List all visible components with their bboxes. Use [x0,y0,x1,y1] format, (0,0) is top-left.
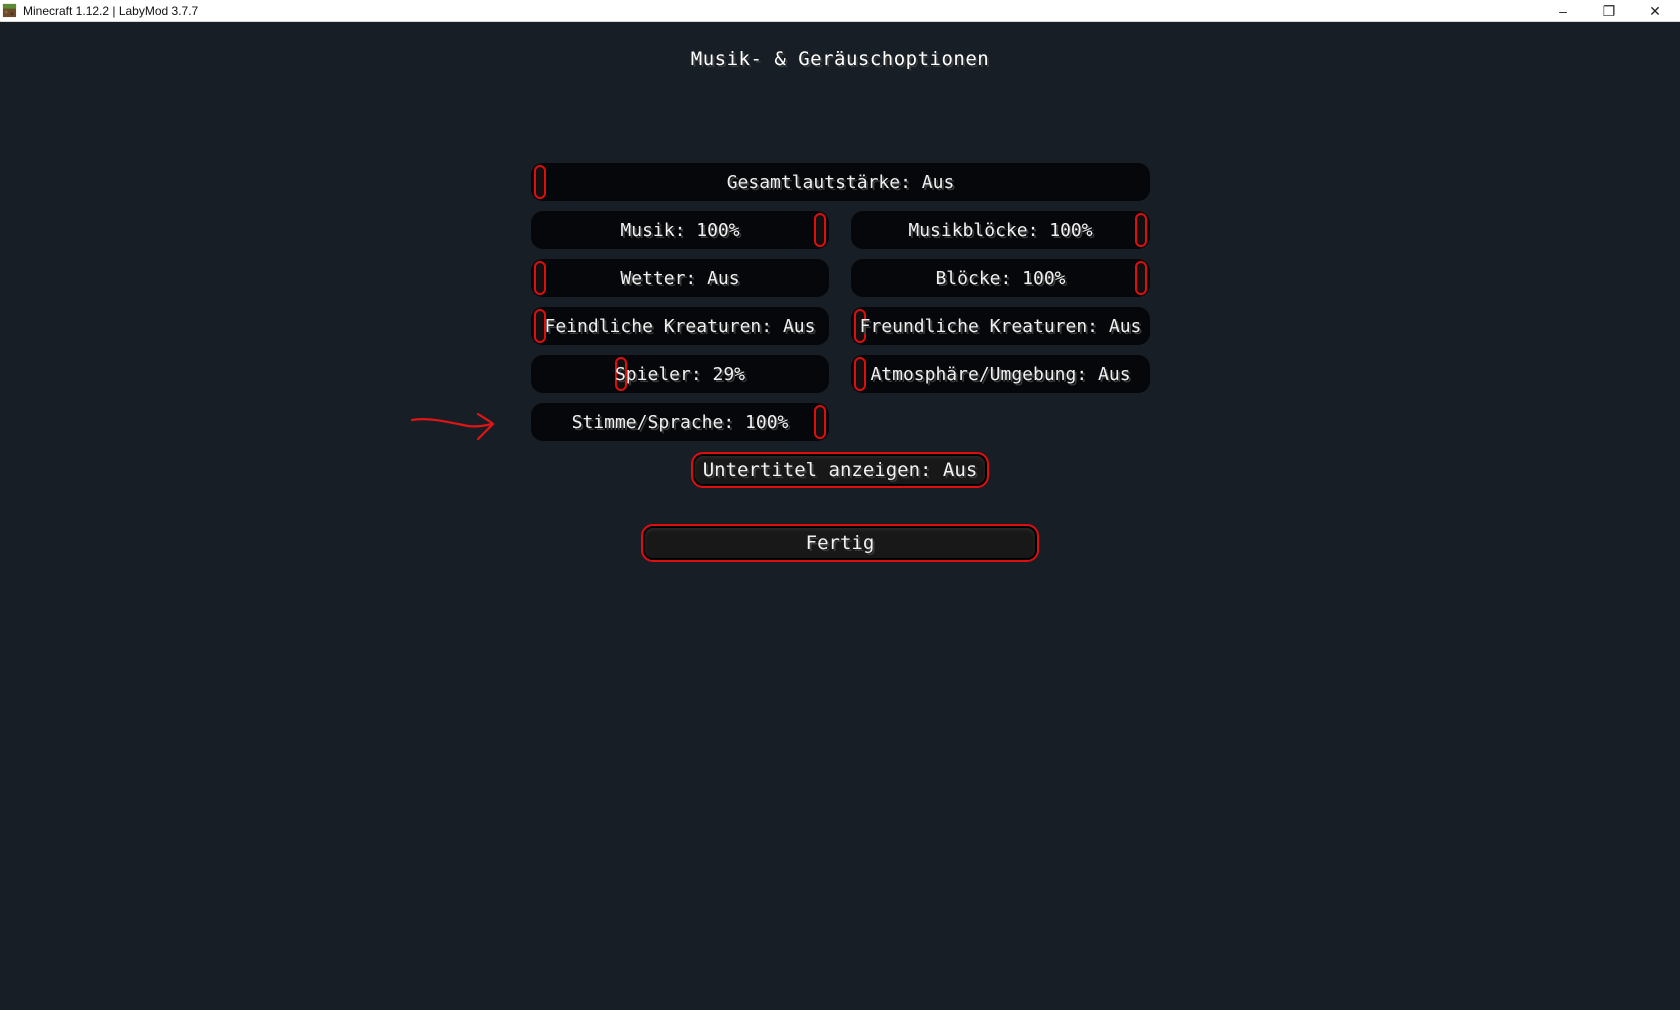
records-volume-slider[interactable]: Musikblöcke: 100% [851,211,1150,249]
slider-label: Musik: 100% [620,219,740,241]
red-arrow-annotation-icon [410,412,495,441]
slider-knob[interactable] [1135,261,1147,295]
restore-icon: ❐ [1602,2,1616,19]
button-label: Fertig [805,532,875,554]
slider-label: Gesamtlautstärke: Aus [726,171,955,193]
slider-label: Stimme/Sprache: 100% [571,411,789,433]
window-titlebar: Minecraft 1.12.2 | LabyMod 3.7.7 – ❐ ✕ [0,0,1680,22]
slider-label: Atmosphäre/Umgebung: Aus [870,363,1131,385]
close-button[interactable]: ✕ [1632,0,1678,22]
slider-knob[interactable] [534,309,546,343]
slider-label: Blöcke: 100% [935,267,1066,289]
done-button[interactable]: Fertig [641,524,1039,562]
ambient-volume-slider[interactable]: Atmosphäre/Umgebung: Aus [851,355,1150,393]
voice-volume-slider[interactable]: Stimme/Sprache: 100% [531,403,829,441]
minimize-button[interactable]: – [1540,0,1586,22]
slider-knob[interactable] [534,165,546,199]
slider-knob[interactable] [615,357,628,391]
friendly-creatures-volume-slider[interactable]: Freundliche Kreaturen: Aus [851,307,1150,345]
slider-label: Feindliche Kreaturen: Aus [544,315,816,337]
slider-label: Wetter: Aus [620,267,740,289]
restore-button[interactable]: ❐ [1586,0,1632,22]
slider-knob[interactable] [534,261,546,295]
subtitles-toggle-button[interactable]: Untertitel anzeigen: Aus [691,452,989,488]
hostile-creatures-volume-slider[interactable]: Feindliche Kreaturen: Aus [531,307,829,345]
slider-knob[interactable] [814,213,826,247]
slider-label: Musikblöcke: 100% [908,219,1093,241]
master-volume-slider[interactable]: Gesamtlautstärke: Aus [531,163,1150,201]
slider-knob[interactable] [854,309,866,343]
screen-title: Musik- & Geräuschoptionen [690,48,990,70]
slider-label: Freundliche Kreaturen: Aus [859,315,1142,337]
slider-knob[interactable] [1135,213,1147,247]
slider-label: Spieler: 29% [614,363,746,385]
window-title: Minecraft 1.12.2 | LabyMod 3.7.7 [23,4,199,18]
close-icon: ✕ [1649,2,1661,19]
players-volume-slider[interactable]: Spieler: 29% [531,355,829,393]
blocks-volume-slider[interactable]: Blöcke: 100% [851,259,1150,297]
slider-knob[interactable] [854,357,866,391]
music-volume-slider[interactable]: Musik: 100% [531,211,829,249]
button-label: Untertitel anzeigen: Aus [702,459,978,481]
minecraft-grass-block-icon [2,3,17,18]
slider-knob[interactable] [814,405,826,439]
weather-volume-slider[interactable]: Wetter: Aus [531,259,829,297]
minimize-icon: – [1559,3,1567,19]
